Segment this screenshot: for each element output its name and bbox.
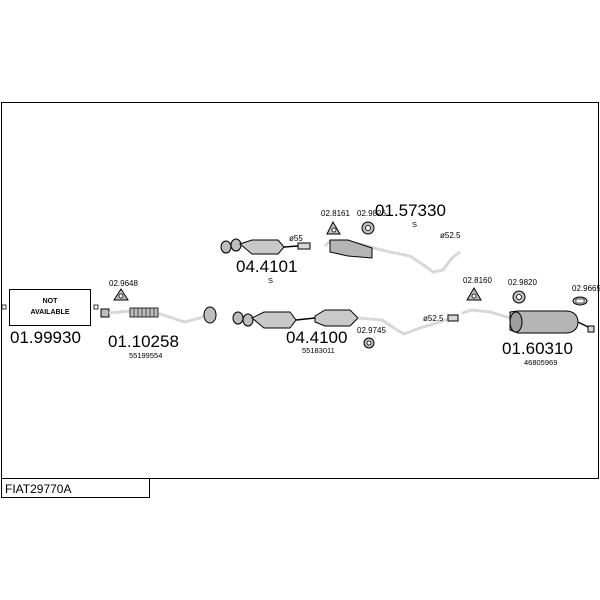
connector-dot-right: [93, 304, 99, 310]
front-pipe-icon: [100, 306, 217, 324]
clamp-8160-icon: [466, 287, 482, 301]
part-code-gasket-front[interactable]: 02.9648: [109, 279, 138, 288]
part-code-ring-9820[interactable]: 02.9820: [508, 278, 537, 287]
oem-front-pipe: 55199554: [129, 351, 162, 360]
part-code-mid-pipe[interactable]: 01.57330: [375, 201, 446, 220]
part-code-front-pipe[interactable]: 01.10258: [108, 332, 179, 351]
gasket-front-hole: [118, 293, 124, 299]
ring-9745-icon: [363, 337, 375, 349]
pipe-end-52-5: [447, 314, 459, 322]
diagram-title: FIAT29770A: [5, 482, 71, 496]
mark-mid-pipe: S: [412, 220, 417, 229]
part-code-clamp-8160[interactable]: 02.8160: [463, 276, 492, 285]
part-code-rear-silencer[interactable]: 01.60310: [502, 339, 573, 358]
part-code-cat-alt[interactable]: 04.4101: [236, 257, 297, 276]
clamp-8161-icon: [326, 220, 341, 235]
part-code-rubber-9665[interactable]: 02.9665: [572, 284, 600, 293]
cat-alt-icon: [220, 238, 311, 255]
part-code-ring-9745[interactable]: 02.9745: [357, 326, 386, 335]
ring-9826-icon: [361, 221, 375, 235]
cat-main-icon: [232, 309, 453, 336]
part-code-not-available[interactable]: 01.99930: [10, 328, 81, 347]
not-available-line1: NOT: [43, 298, 59, 305]
title-box: [1, 478, 150, 498]
oem-rear-silencer: 46805969: [524, 358, 557, 367]
rubber-9665-icon: [572, 296, 588, 306]
rear-silencer-icon: [461, 308, 595, 334]
part-code-ring-9826[interactable]: 02.9826: [357, 209, 386, 218]
part-code-cat-main[interactable]: 04.4100: [286, 328, 347, 347]
part-code-dia-52-5-main[interactable]: ø52.5: [423, 314, 444, 323]
ring-9820-icon: [512, 290, 526, 304]
part-code-clamp-8161[interactable]: 02.8161: [321, 209, 350, 218]
mid-pipe-icon: [323, 239, 461, 274]
not-available-line2: AVAILABLE: [30, 309, 69, 316]
part-code-dia-55[interactable]: ø55: [289, 234, 303, 243]
diagram-frame: [1, 102, 599, 479]
part-code-dia-52-5-top[interactable]: ø52.5: [440, 231, 461, 240]
oem-cat-main: 55183011: [302, 346, 335, 355]
not-available-box: [9, 289, 91, 326]
connector-dot-left: [1, 304, 7, 310]
mark-cat-alt: S: [268, 276, 273, 285]
